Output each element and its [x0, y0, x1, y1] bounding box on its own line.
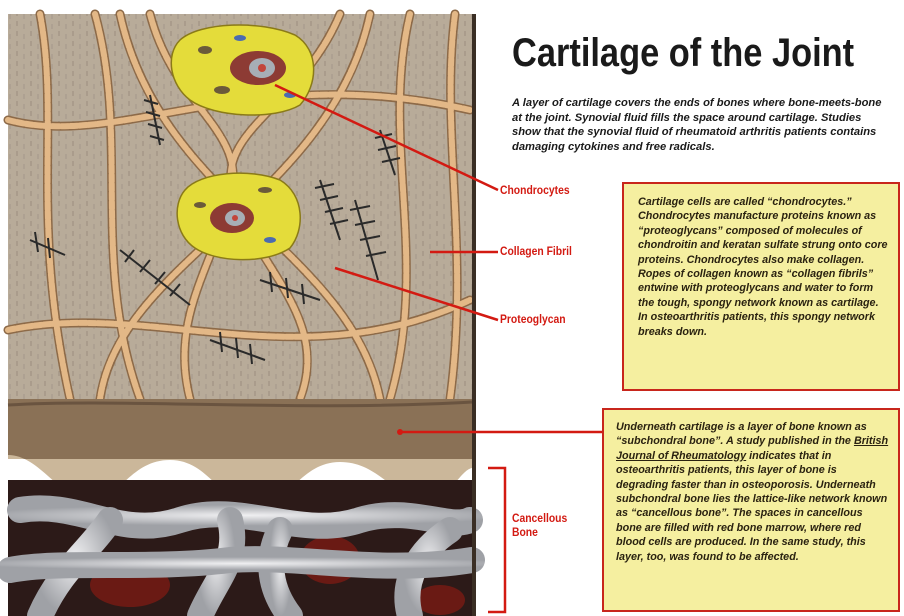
- label-cancellous-line2: Bone: [512, 526, 567, 540]
- subchondral-text-before: Underneath cartilage is a layer of bone …: [616, 421, 867, 447]
- label-collagen-fibril: Collagen Fibril: [500, 245, 572, 259]
- label-cancellous-line1: Cancellous: [512, 512, 567, 526]
- subchondral-info-text: Underneath cartilage is a layer of bone …: [616, 420, 890, 564]
- label-chondrocytes: Chondrocytes: [500, 184, 570, 198]
- page-title: Cartilage of the Joint: [512, 30, 839, 76]
- label-proteoglycan: Proteoglycan: [500, 313, 566, 327]
- chondrocyte-cell-top: [171, 25, 313, 115]
- subchondral-info-box: Underneath cartilage is a layer of bone …: [602, 408, 900, 612]
- subchondral-bone: [8, 399, 472, 459]
- chondrocyte-cell-bottom: [177, 173, 300, 260]
- intro-paragraph: A layer of cartilage covers the ends of …: [512, 96, 887, 154]
- cancellous-bracket: [488, 468, 505, 612]
- label-cancellous-bone: Cancellous Bone: [512, 512, 567, 540]
- chondrocytes-info-text: Cartilage cells are called “chondrocytes…: [638, 195, 888, 339]
- chondrocytes-info-box: Cartilage cells are called “chondrocytes…: [622, 182, 900, 391]
- illustration-edge: [472, 14, 476, 616]
- subchondral-text-after: indicates that in osteoarthritis patient…: [616, 450, 887, 563]
